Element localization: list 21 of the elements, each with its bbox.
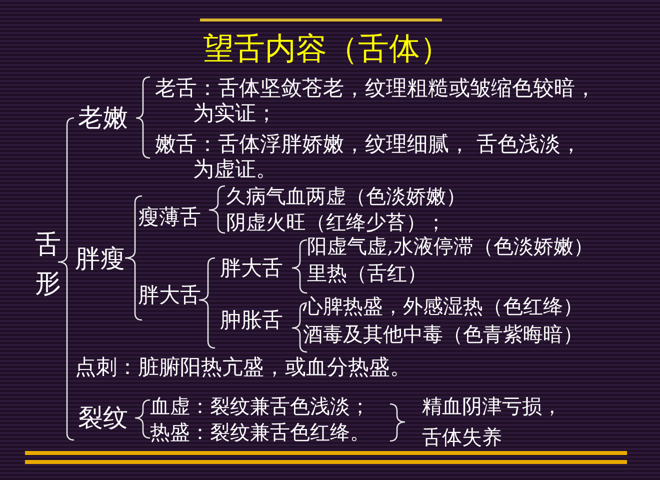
category-label: 肿胀舌: [220, 307, 283, 333]
category-label: 裂纹: [78, 405, 128, 431]
category-label: 老嫩: [78, 105, 128, 131]
description-text: 嫩舌：舌体浮胖娇嫩，纹理细腻， 舌色浅淡，为虚证。: [155, 132, 583, 182]
category-label: 胖瘦: [75, 246, 125, 272]
description-text: 里热（舌红）: [307, 260, 427, 286]
description-text: 精血阴津亏损，舌体失养: [422, 392, 563, 450]
category-label: 舌形: [35, 228, 62, 300]
description-text: 点刺：脏腑阳热亢盛，或血分热盛。: [75, 354, 411, 380]
description-text: 酒毒及其他中毒（色青紫晦暗）: [303, 321, 583, 347]
category-label: 胖大舌: [220, 255, 283, 281]
description-text: 血虚：裂纹兼舌色浅淡；: [150, 393, 370, 419]
slide-title: 望舌内容（舌体）: [203, 30, 451, 68]
description-text: 阳虚气虚,水液停滞（色淡娇嫩）: [307, 233, 594, 259]
description-text: 久病气血两虚（色淡娇嫩）: [226, 183, 466, 209]
category-label: 瘦薄舌: [138, 204, 201, 230]
category-label: 胖大舌: [138, 282, 201, 308]
description-text: 热盛：裂纹兼舌色红绛。: [150, 419, 370, 445]
description-text: 阴虚火旺（红绛少苔）；: [226, 209, 446, 235]
description-text: 心脾热盛，外感湿热（色红绛）: [303, 293, 583, 319]
description-text: 老舌：舌体坚敛苍老，纹理粗糙或皱缩色较暗，为实证；: [155, 76, 597, 126]
